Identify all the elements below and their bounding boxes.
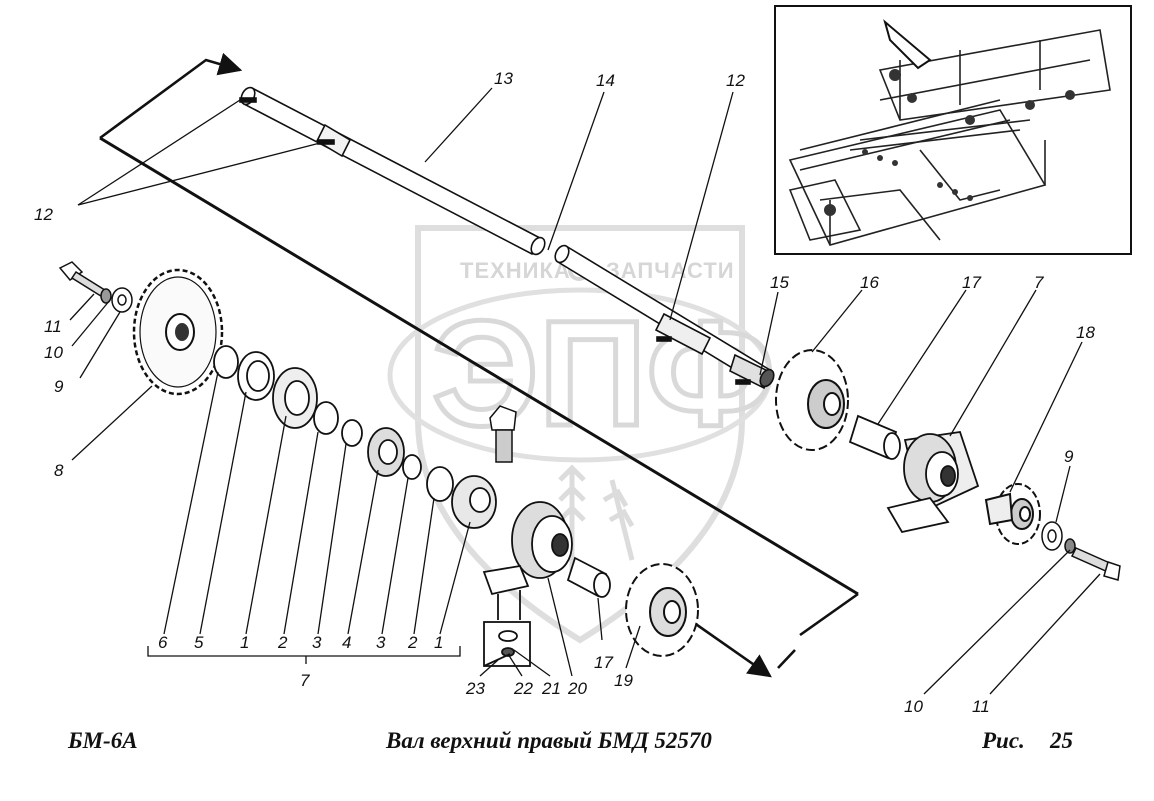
callout-18: 18 <box>1076 323 1095 342</box>
callout-11-left: 11 <box>44 317 62 336</box>
inset-pointer-arrow <box>883 19 932 70</box>
bolt-vertical <box>489 405 517 463</box>
callout-1-a: 1 <box>240 633 249 652</box>
callout-3-a: 3 <box>312 633 322 652</box>
callout-13: 13 <box>494 69 513 88</box>
sprocket-large <box>132 268 224 396</box>
callout-23: 23 <box>465 679 485 698</box>
footer-fig-label: Рис. <box>982 728 1025 753</box>
callout-10-left: 10 <box>44 343 63 362</box>
watermark-logo-letters: ЭПФ <box>432 289 775 457</box>
wheat-icon <box>558 464 635 580</box>
callout-labels: 13 14 12 12 15 16 17 7 18 11 10 9 8 9 6 … <box>34 69 1095 716</box>
callout-9-right: 9 <box>1064 447 1074 466</box>
callout-20: 20 <box>567 679 587 698</box>
callout-22: 22 <box>513 679 533 698</box>
footer-model: БМ-6А <box>68 728 138 753</box>
callout-17-lower: 17 <box>594 653 613 672</box>
sprocket-small-right <box>984 483 1041 545</box>
callout-3-b: 3 <box>376 633 386 652</box>
sprocket-right <box>775 349 849 451</box>
sprocket-lower <box>625 563 699 657</box>
callout-4: 4 <box>342 633 351 652</box>
callout-12-right: 12 <box>726 71 745 90</box>
bearing-housing-lower <box>482 501 573 667</box>
watermark-brand-left: ТЕХНИКА <box>460 258 571 283</box>
callout-14: 14 <box>596 71 615 90</box>
sleeve-right <box>848 414 901 460</box>
bolt-left <box>58 261 133 313</box>
assembly-axis <box>99 52 859 678</box>
callout-17-right: 17 <box>962 273 981 292</box>
callout-8: 8 <box>54 461 64 480</box>
bolt-right <box>1041 521 1121 581</box>
watermark-brand-right: ЗАПЧАСТИ <box>606 258 735 283</box>
footer-fig-number: 25 <box>1050 728 1073 753</box>
callout-19: 19 <box>614 671 633 690</box>
bearing-stack <box>213 345 497 529</box>
callout-7-group: 7 <box>300 671 310 690</box>
inset-location-view <box>774 5 1132 255</box>
callout-12-left: 12 <box>34 205 53 224</box>
sleeve-lower <box>566 556 611 598</box>
callout-11-right: 11 <box>972 697 990 716</box>
shaft <box>239 86 775 390</box>
callout-2-b: 2 <box>407 633 418 652</box>
callout-9-left: 9 <box>54 377 64 396</box>
callout-10-right: 10 <box>904 697 923 716</box>
callout-21: 21 <box>541 679 561 698</box>
watermark: ТЕХНИКА ЗАПЧАСТИ ЭПФ <box>387 225 777 644</box>
callout-1-b: 1 <box>434 633 443 652</box>
callout-5: 5 <box>194 633 204 652</box>
callout-2-a: 2 <box>277 633 288 652</box>
callout-16: 16 <box>860 273 879 292</box>
callout-15: 15 <box>770 273 789 292</box>
bearing-housing-right <box>886 431 980 534</box>
footer-title: Вал верхний правый БМД 52570 <box>386 728 712 753</box>
callout-6: 6 <box>158 633 168 652</box>
leader-lines <box>69 87 1101 695</box>
callout-7-right: 7 <box>1034 273 1044 292</box>
